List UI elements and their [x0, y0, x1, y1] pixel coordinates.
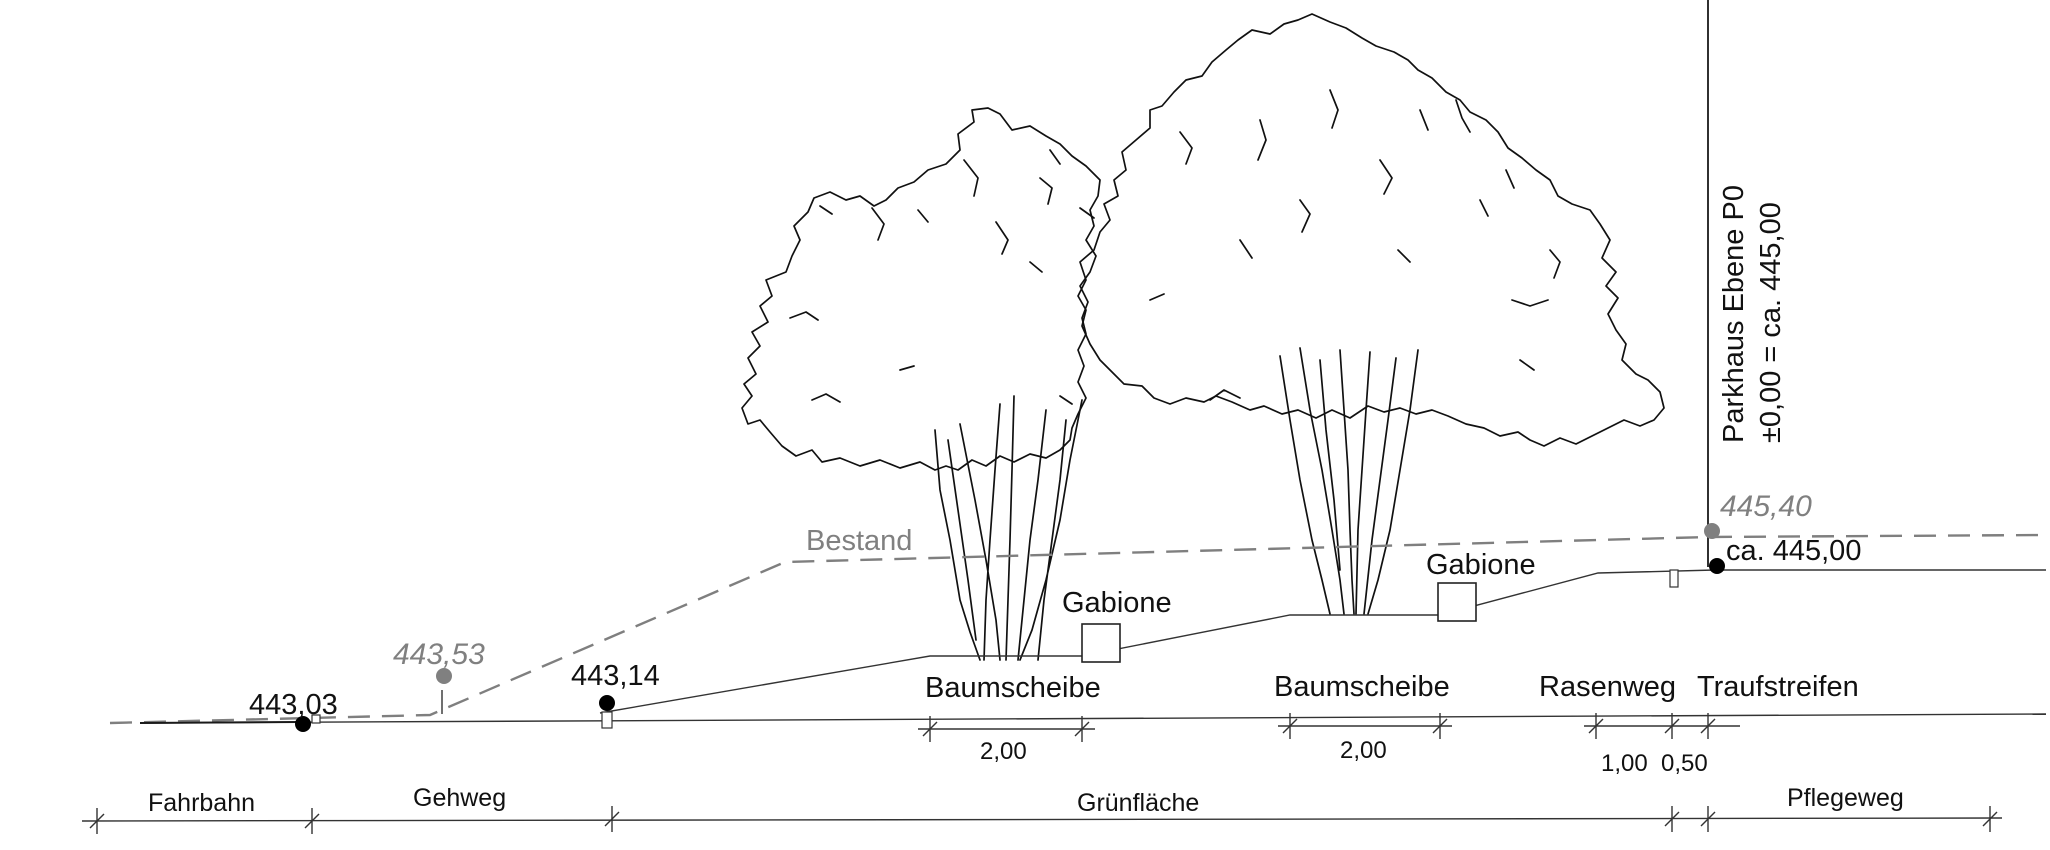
level-building: ca. 445,00: [1726, 535, 1861, 567]
level-marker-icon-building: [1709, 558, 1725, 574]
existing-label: Bestand: [806, 525, 912, 557]
dimension-chain-main: [81, 806, 2003, 834]
zone-road: Fahrbahn: [148, 789, 255, 817]
area-label-drip-strip: Traufstreifen: [1697, 671, 1859, 703]
planned-terrain-line: [599, 569, 2046, 714]
dim-pit1: 2,00: [980, 738, 1027, 765]
zone-maint: Pflegeweg: [1787, 784, 1904, 812]
level-walk: 443,14: [571, 660, 660, 692]
dim-pit2: 2,00: [1340, 737, 1387, 764]
building-label-line2: ±0,00 = ca. 445,00: [1755, 202, 1787, 443]
existing-level-marker-right: [1704, 523, 1720, 539]
building-label-line1: Parkhaus Ebene P0: [1718, 185, 1750, 443]
dim-drip-strip: 0,50: [1661, 750, 1708, 777]
gabion-icon-2: [1437, 582, 1477, 622]
road-surface-line: [139, 721, 301, 724]
ground-base-line: [139, 713, 2047, 724]
area-label-pit2: Baumscheibe: [1274, 671, 1450, 703]
gabion-label-1: Gabione: [1062, 587, 1172, 619]
building-label: Parkhaus Ebene P0 ±0,00 = ca. 445,00: [1718, 185, 1787, 443]
tree-icon-right: [1077, 13, 1665, 615]
drip-strip-curb-icon: [1669, 569, 1679, 588]
walk-curb-icon: [601, 711, 613, 729]
road-curb-icon: [311, 714, 321, 724]
existing-level-marker-left: [436, 668, 452, 684]
gabion-label-2: Gabione: [1426, 549, 1536, 581]
existing-terrain-line: [109, 533, 2047, 725]
level-road: 443,03: [249, 689, 338, 721]
existing-level-right: 445,40: [1720, 490, 1812, 523]
zone-walk: Gehweg: [413, 784, 506, 812]
dim-grass-path: 1,00: [1601, 750, 1648, 777]
zone-green: Grünfläche: [1077, 789, 1199, 817]
area-label-pit1: Baumscheibe: [925, 672, 1101, 704]
tree-icon-left: [741, 107, 1101, 661]
dimension-chain-detail: [918, 713, 1740, 742]
existing-level-left: 443,53: [393, 638, 485, 671]
level-marker-icon-road: [295, 716, 311, 732]
area-label-grass-path: Rasenweg: [1539, 671, 1676, 703]
gabion-icon-1: [1081, 623, 1121, 663]
level-marker-icon-walk: [599, 695, 615, 711]
